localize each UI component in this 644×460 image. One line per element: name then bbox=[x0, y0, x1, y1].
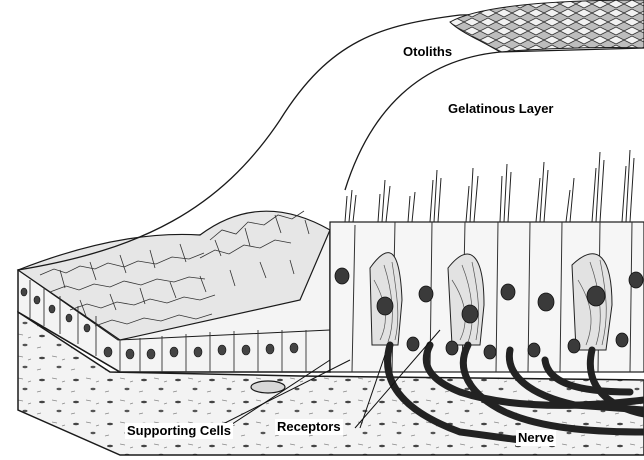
label-receptors: Receptors bbox=[275, 419, 343, 435]
otoliths bbox=[450, 0, 644, 52]
hair-bundles bbox=[345, 150, 634, 222]
label-nerve: Nerve bbox=[516, 430, 556, 446]
label-supporting-cells: Supporting Cells bbox=[125, 423, 233, 439]
label-otoliths: Otoliths bbox=[401, 44, 454, 60]
label-gelatinous-layer: Gelatinous Layer bbox=[446, 101, 555, 117]
blood-vessel bbox=[251, 381, 285, 393]
